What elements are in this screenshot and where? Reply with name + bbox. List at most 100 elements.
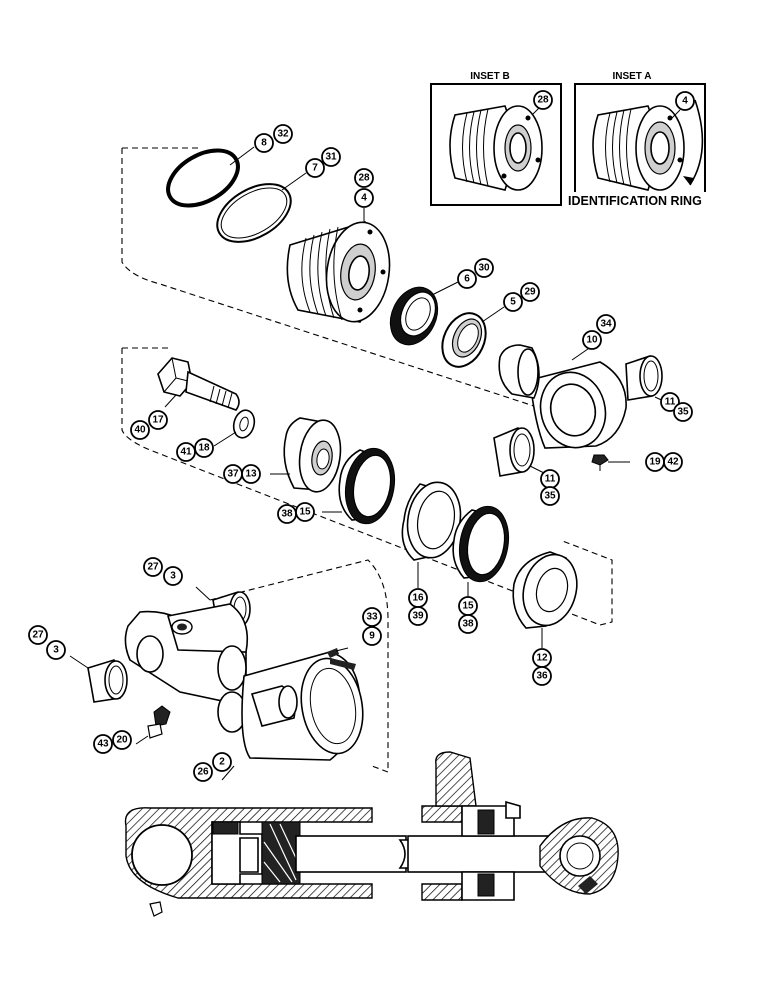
svg-text:37: 37 — [227, 469, 239, 480]
svg-text:15: 15 — [299, 507, 311, 518]
callout-29: 29 — [520, 282, 540, 302]
svg-text:35: 35 — [544, 491, 556, 502]
svg-text:31: 31 — [325, 152, 337, 163]
svg-text:38: 38 — [462, 619, 474, 630]
callout-26: 26 — [193, 762, 213, 782]
svg-text:11: 11 — [545, 474, 556, 485]
callout-18: 18 — [194, 438, 214, 458]
bushing-11-upper-drawing — [625, 355, 663, 401]
inset-a: INSET A 4 IDENTIFICATION RING — [566, 71, 742, 208]
inset-a-part-callout: 4 — [675, 91, 695, 111]
callout-13: 13 — [241, 464, 261, 484]
callout-42: 42 — [663, 452, 683, 472]
callout-32: 32 — [273, 124, 293, 144]
svg-text:32: 32 — [277, 129, 289, 140]
svg-text:28: 28 — [537, 95, 549, 106]
svg-text:4: 4 — [682, 96, 688, 107]
callout-20: 20 — [112, 730, 132, 750]
svg-text:30: 30 — [478, 263, 490, 274]
svg-text:36: 36 — [536, 671, 548, 682]
callout-28: 28 — [354, 168, 374, 188]
svg-text:27: 27 — [147, 562, 159, 573]
callout-15-left: 15 — [295, 502, 315, 522]
callout-37: 37 — [223, 464, 243, 484]
callout-34: 34 — [596, 314, 616, 334]
svg-text:13: 13 — [245, 469, 257, 480]
group-outline-gland — [121, 147, 541, 409]
callout-4: 4 — [354, 188, 374, 208]
callout-3-upper: 3 — [163, 566, 183, 586]
callout-36: 36 — [532, 666, 552, 686]
svg-text:38: 38 — [281, 509, 293, 520]
callout-6: 6 — [457, 269, 477, 289]
svg-text:5: 5 — [510, 297, 516, 308]
svg-text:3: 3 — [53, 645, 59, 656]
svg-text:11: 11 — [665, 397, 676, 408]
svg-text:39: 39 — [412, 611, 424, 622]
grease-fitting-20-drawing — [147, 705, 171, 739]
bolt-17-drawing — [157, 357, 240, 411]
piston-seal-15-right-drawing — [452, 505, 510, 583]
bushing-3-lower-drawing — [87, 659, 128, 703]
backup-ring-7-drawing — [216, 183, 292, 243]
callout-38-left: 38 — [277, 504, 297, 524]
callout-15-right: 15 — [458, 596, 478, 616]
rod-eye-10-drawing — [498, 344, 627, 449]
svg-text:6: 6 — [464, 274, 470, 285]
svg-text:43: 43 — [97, 739, 109, 750]
callout-11-lower: 11 — [540, 469, 560, 489]
callout-8: 8 — [254, 133, 274, 153]
svg-text:4: 4 — [361, 193, 367, 204]
callout-17: 17 — [148, 410, 168, 430]
group-outline-barrel — [209, 559, 389, 773]
svg-text:29: 29 — [524, 287, 536, 298]
callout-39: 39 — [408, 606, 428, 626]
piston-end-12-drawing — [512, 551, 578, 629]
callout-2: 2 — [212, 752, 232, 772]
washer-18-drawing — [232, 409, 256, 439]
identification-ring-arrow — [689, 99, 704, 186]
callout-16: 16 — [408, 588, 428, 608]
callout-31: 31 — [321, 147, 341, 167]
grease-fitting-19-drawing — [591, 454, 609, 471]
wear-ring-16-drawing — [401, 481, 462, 561]
svg-text:18: 18 — [198, 443, 210, 454]
callout-30: 30 — [474, 258, 494, 278]
assembled-cylinder-section — [124, 751, 619, 917]
callout-19: 19 — [645, 452, 665, 472]
seal-6-drawing — [389, 286, 439, 346]
group-outline-piston — [121, 347, 613, 626]
callout-43: 43 — [93, 734, 113, 754]
callout-35-upper: 35 — [673, 402, 693, 422]
bushing-11-lower-drawing — [493, 427, 535, 477]
svg-text:34: 34 — [600, 319, 612, 330]
inset-b-part-callout: 28 — [533, 90, 553, 110]
callout-27-lower: 27 — [28, 625, 48, 645]
inset-b: INSET B 28 — [430, 71, 562, 206]
svg-text:27: 27 — [32, 630, 44, 641]
callout-9: 9 — [362, 626, 382, 646]
callout-27-upper: 27 — [143, 557, 163, 577]
callout-11-upper: 11 — [660, 392, 680, 412]
callout-33: 33 — [362, 607, 382, 627]
callout-7: 7 — [305, 158, 325, 178]
callout-3-lower: 3 — [46, 640, 66, 660]
callout-35-lower: 35 — [540, 486, 560, 506]
svg-text:15: 15 — [462, 601, 474, 612]
cylinder-barrel-2-drawing — [124, 603, 364, 761]
wiper-5-drawing — [441, 312, 487, 368]
inset-a-title: INSET A — [612, 71, 651, 82]
svg-text:33: 33 — [366, 612, 378, 623]
svg-text:7: 7 — [312, 163, 318, 174]
o-ring-8-drawing — [166, 148, 240, 208]
callout-10: 10 — [582, 330, 602, 350]
svg-text:41: 41 — [180, 447, 192, 458]
callout-40: 40 — [130, 420, 150, 440]
svg-text:16: 16 — [412, 593, 424, 604]
identification-ring-label: IDENTIFICATION RING — [568, 194, 702, 208]
inset-b-title: INSET B — [470, 71, 509, 82]
svg-text:3: 3 — [170, 571, 176, 582]
svg-text:26: 26 — [197, 767, 209, 778]
screw-9-drawing — [327, 647, 349, 658]
svg-text:17: 17 — [152, 415, 164, 426]
